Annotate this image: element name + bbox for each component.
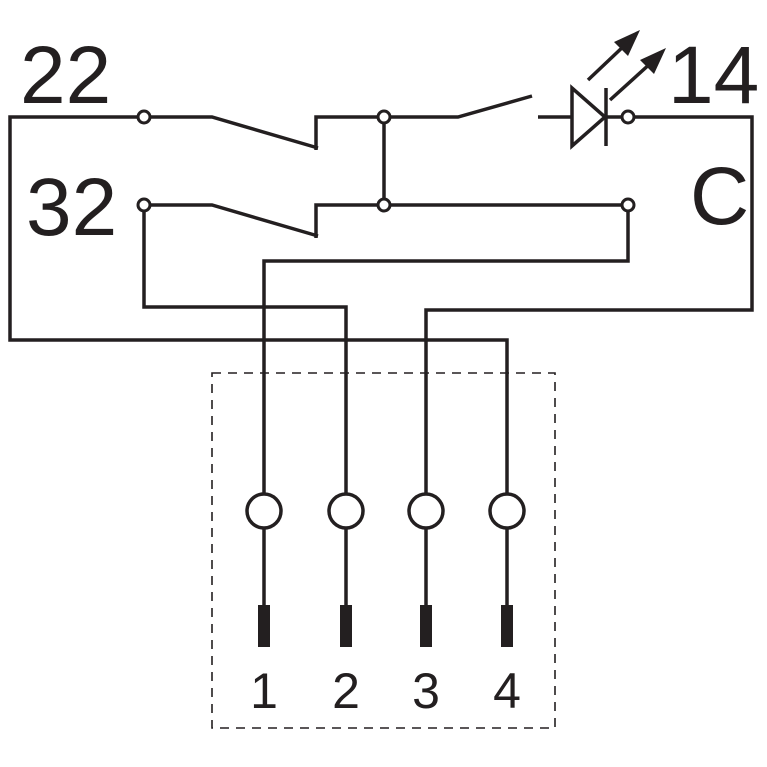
- terminal-node-c: [620, 197, 636, 213]
- pin-label-2: 2: [332, 663, 360, 719]
- terminal-label-22: 22: [20, 30, 111, 121]
- wire-terminal-c: [262, 211, 630, 498]
- connector-pin-4: [488, 492, 526, 647]
- pin-label-3: 3: [412, 663, 440, 719]
- connector-pin-2: [327, 492, 365, 647]
- connector-pin-1: [245, 492, 283, 647]
- led-icon: [570, 30, 666, 150]
- terminal-label-14: 14: [668, 30, 759, 121]
- junction-node-upper: [376, 109, 392, 125]
- pin-label-4: 4: [493, 663, 521, 719]
- connector-pin-3: [407, 492, 445, 647]
- pin-label-1: 1: [250, 663, 278, 719]
- terminal-node-22: [136, 109, 152, 125]
- wire-terminal-22: [8, 115, 509, 498]
- terminal-node-14: [620, 109, 636, 125]
- switch-blade-32: [150, 203, 319, 238]
- wire-terminal-32: [142, 211, 348, 498]
- terminal-label-32: 32: [26, 162, 117, 253]
- switch-blade-22: [150, 115, 319, 150]
- connector-housing: [211, 372, 556, 729]
- terminal-node-32: [136, 197, 152, 213]
- terminal-label-c: C: [690, 151, 749, 242]
- switch-contact-22: [314, 115, 378, 150]
- wire-common-upper: [390, 94, 533, 119]
- switch-contact-32: [314, 203, 378, 238]
- junction-node-lower: [376, 197, 392, 213]
